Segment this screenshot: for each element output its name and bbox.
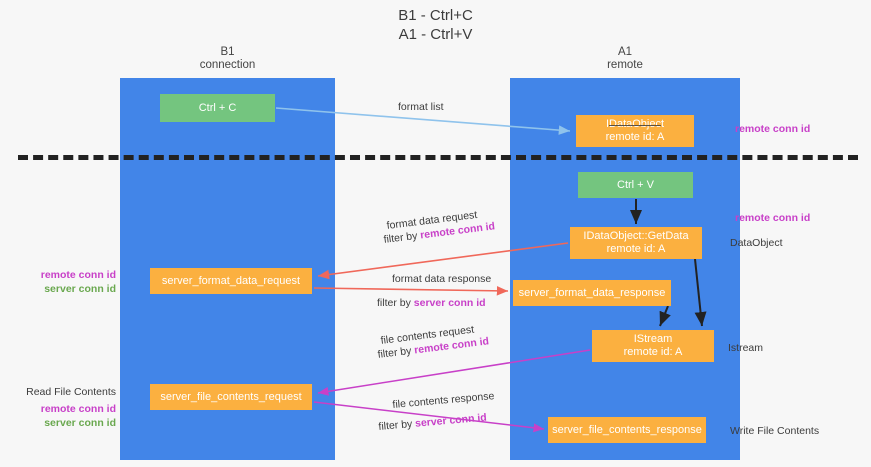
node-getdata-sub: remote id: A: [606, 243, 666, 255]
phase-divider: [18, 155, 858, 160]
lane-header-b1-name: B1: [220, 46, 235, 58]
page-title: B1 - Ctrl+C A1 - Ctrl+V: [0, 6, 871, 44]
node-istream[interactable]: IStream remote id: A: [592, 330, 714, 362]
node-idataobject-sub: remote id: A: [605, 131, 665, 143]
title-line-2: A1 - Ctrl+V: [398, 26, 473, 43]
node-ctrl-c[interactable]: Ctrl + C: [160, 94, 275, 122]
node-server-file-contents-request-label: server_file_contents_request: [160, 390, 302, 403]
edge-format-data-response: [313, 286, 509, 296]
edge-label-format-list: format list: [398, 101, 444, 114]
node-istream-label: IStream: [633, 333, 673, 345]
filter-by-text-4: filter by: [378, 418, 413, 433]
annotation-right-remote-conn-id-top-text: remote conn id: [735, 123, 811, 135]
edge-label-format-list-text: format list: [398, 101, 444, 113]
node-idataobject[interactable]: IDataObject remote id: A: [576, 115, 694, 147]
annotation-right-remote-conn-id-top: remote conn id: [735, 122, 810, 136]
annotation-right-write-file-contents: Write File Contents: [730, 424, 819, 438]
node-ctrl-v[interactable]: Ctrl + V: [578, 172, 693, 198]
node-idataobject-getdata[interactable]: IDataObject::GetData remote id: A: [570, 227, 702, 259]
node-server-file-contents-request[interactable]: server_file_contents_request: [150, 384, 312, 410]
title-line-1: B1 - Ctrl+C: [398, 7, 473, 24]
annotation-right-write-file-contents-text: Write File Contents: [730, 425, 820, 437]
annotation-left-read-file-contents: Read File Contents: [18, 385, 116, 399]
annotation-left-conn-ids: remote conn id server conn id: [18, 268, 116, 296]
lane-header-b1-role: connection: [199, 59, 256, 71]
node-server-file-contents-response[interactable]: server_file_contents_response: [548, 417, 706, 443]
annotation-left-read-file-contents-text: Read File Contents: [26, 386, 116, 398]
annotation-right-dataobject: DataObject: [730, 236, 783, 250]
node-ctrl-v-label: Ctrl + V: [617, 178, 654, 191]
server-conn-id-text-1: server conn id: [413, 297, 486, 309]
node-server-format-data-request[interactable]: server_format_data_request: [150, 268, 312, 294]
edge-label-format-data-response-text: format data response: [392, 273, 492, 285]
filter-by-text-2: filter by: [377, 297, 411, 309]
annotation-right-dataobject-text: DataObject: [730, 237, 783, 249]
filter-by-text-3: filter by: [377, 344, 413, 361]
annotation-left-remote-conn-id: remote conn id: [40, 269, 116, 281]
node-server-file-contents-response-label: server_file_contents_response: [552, 423, 702, 436]
annotation-left-server-conn-id-2: server conn id: [44, 417, 116, 429]
lane-header-a1-role: remote: [607, 59, 643, 71]
annotation-left-server-conn-id: server conn id: [44, 283, 116, 295]
annotation-right-istream-text: Istream: [728, 342, 764, 354]
node-ctrl-c-label: Ctrl + C: [198, 101, 237, 114]
edge-label-filter-server-conn-id-1: filter by server conn id: [377, 297, 486, 310]
lane-header-b1: B1 connection: [120, 46, 335, 72]
lane-header-a1-name: A1: [617, 46, 633, 58]
annotation-left-conn-ids-2: remote conn id server conn id: [18, 402, 116, 430]
annotation-right-remote-conn-id-mid: remote conn id: [735, 211, 810, 225]
server-conn-id-text-2: server conn id: [414, 411, 488, 430]
lane-header-a1: A1 remote: [510, 46, 740, 72]
node-idataobject-label: IDataObject: [605, 118, 665, 130]
node-server-format-data-response[interactable]: server_format_data_response: [513, 280, 671, 306]
node-getdata-label: IDataObject::GetData: [583, 230, 689, 242]
annotation-right-istream: Istream: [728, 341, 763, 355]
edge-label-format-data-response: format data response: [392, 273, 491, 286]
node-istream-sub: remote id: A: [623, 346, 683, 358]
node-server-format-data-request-label: server_format_data_request: [161, 274, 301, 287]
edge-label-file-contents-response: file contents response: [392, 390, 495, 412]
annotation-left-remote-conn-id-2: remote conn id: [40, 403, 116, 415]
edge-label-filter-server-conn-id-2: filter by server conn id: [378, 412, 487, 434]
annotation-right-remote-conn-id-mid-text: remote conn id: [735, 212, 811, 224]
node-server-format-data-response-label: server_format_data_response: [518, 286, 666, 299]
filter-by-text-1: filter by: [383, 229, 419, 246]
edge-label-file-contents-response-text: file contents response: [392, 390, 495, 411]
